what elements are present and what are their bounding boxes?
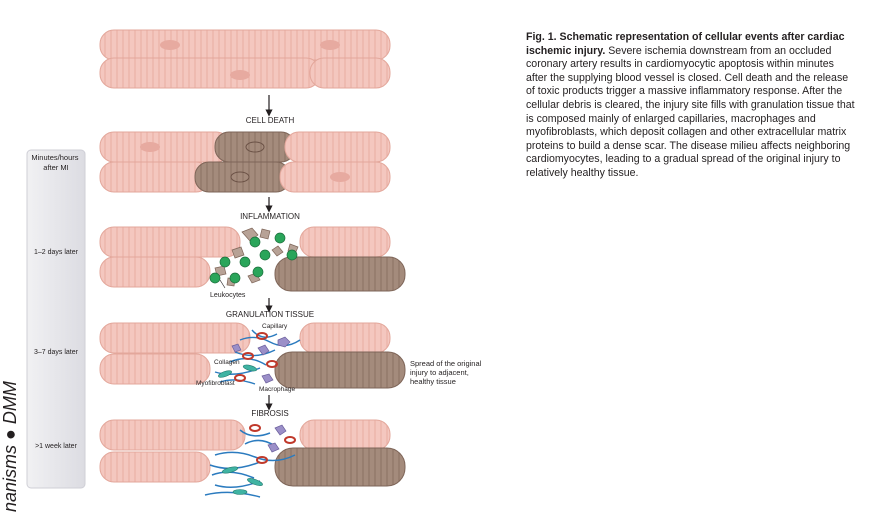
- cardiomyocyte: [99, 161, 211, 193]
- cardiomyocyte: [99, 451, 211, 483]
- stage-label: INFLAMMATION: [240, 212, 300, 221]
- capillary-label: Capillary: [262, 323, 288, 330]
- dead-cardiomyocyte: [194, 161, 291, 193]
- inflammation-tissue: [99, 226, 406, 292]
- dead-cardiomyocyte: [274, 256, 406, 292]
- caption-body: Severe ischemia downstream from an occlu…: [526, 44, 855, 179]
- cardiomyocyte: [99, 419, 246, 451]
- granulation-tissue: [99, 322, 406, 389]
- cardiomyocyte: [99, 131, 231, 163]
- cardiomyocyte: [99, 57, 321, 89]
- collagen-label: Collagen: [214, 359, 240, 366]
- stage-label: GRANULATION TISSUE: [226, 310, 314, 319]
- watermark: nanisms ● DMM: [0, 381, 20, 512]
- scar-capillaries: [249, 424, 296, 464]
- leukocytes-leader: [219, 279, 226, 289]
- fibrosis-tissue: [99, 419, 406, 498]
- timeline-mark: 1–2 days later: [34, 249, 79, 256]
- scar-macrophages: [267, 424, 287, 453]
- cardiomyocyte: [309, 57, 391, 89]
- cardiomyocyte: [99, 353, 211, 385]
- macrophage-label: Macrophage: [259, 386, 296, 393]
- capillary-cluster: [234, 332, 278, 382]
- cardiomyocyte: [99, 226, 241, 258]
- dead-cardiomyocyte: [274, 447, 406, 487]
- cardiomyocyte: [99, 256, 211, 288]
- caption-title: Fig. 1. Schematic representation of cell…: [526, 31, 845, 57]
- scar-myofibroblasts: [221, 466, 263, 495]
- stage-label: FIBROSIS: [251, 409, 288, 418]
- leukocyte-cluster: [209, 232, 298, 284]
- cardiomyocyte: [299, 226, 391, 258]
- timeline-mark: 3–7 days later: [34, 349, 79, 356]
- dead-cardiomyocyte: [274, 351, 406, 389]
- dead-cardiomyocyte: [214, 131, 296, 163]
- leukocytes-label: Leukocytes: [210, 292, 246, 299]
- cardiomyocyte: [299, 322, 391, 354]
- figure-caption: Fig. 1. Schematic representation of cell…: [526, 31, 856, 181]
- healthy-tissue: [99, 29, 391, 89]
- timeline-bar: [26, 149, 86, 489]
- macrophage-cluster: [231, 336, 291, 384]
- spread-label: Spread of the original injury to adjacen…: [410, 359, 483, 386]
- cardiomyocyte: [99, 29, 391, 61]
- myofibroblast-cluster: [218, 364, 258, 378]
- myofibroblast-label: Myofibroblast: [196, 380, 235, 387]
- cardiomyocyte: [299, 419, 391, 451]
- cardiomyocyte: [99, 322, 251, 354]
- timeline-mark: >1 week later: [35, 443, 77, 450]
- timeline-header: Minutes/hours after MI: [31, 153, 80, 172]
- stage-label: CELL DEATH: [246, 116, 295, 125]
- cardiomyocyte: [284, 131, 391, 163]
- cell-death-tissue: [99, 131, 391, 193]
